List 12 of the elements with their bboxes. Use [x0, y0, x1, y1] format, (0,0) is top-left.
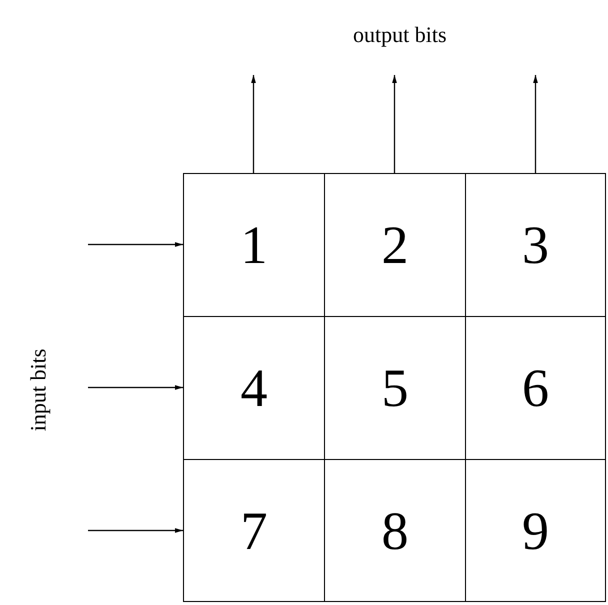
grid-cell: 3 [465, 173, 606, 317]
axis-label: input bits [24, 348, 51, 432]
arrow [533, 75, 538, 173]
arrow [392, 75, 397, 173]
arrow [88, 242, 183, 247]
grid-cell: 1 [183, 173, 325, 317]
axis-label: output bits [353, 22, 447, 48]
grid-cell: 9 [465, 459, 606, 602]
grid-cell: 7 [183, 459, 325, 602]
arrow [251, 75, 256, 173]
arrow [88, 528, 183, 533]
arrow [88, 385, 183, 390]
